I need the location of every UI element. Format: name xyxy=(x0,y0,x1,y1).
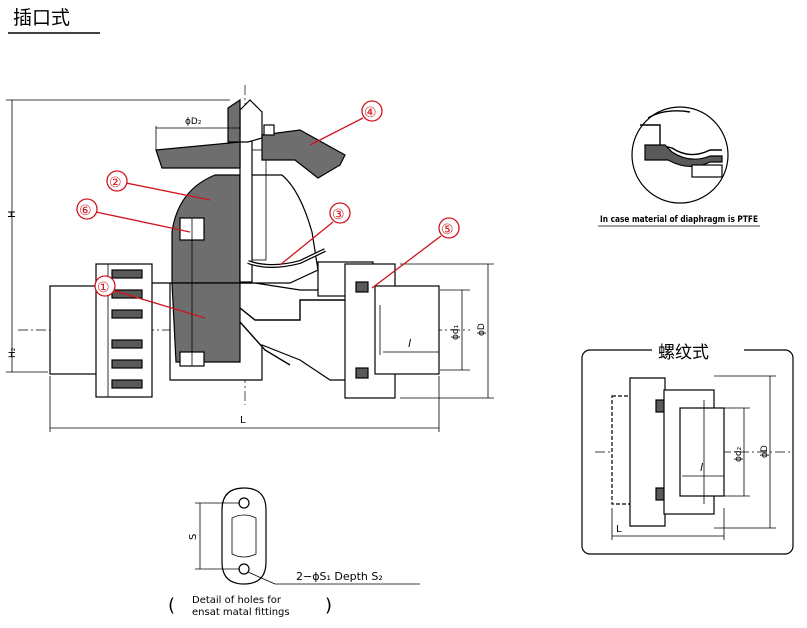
svg-text:⑤: ⑤ xyxy=(441,222,454,238)
callout-3: ③ xyxy=(279,202,351,266)
page-title: 插口式 xyxy=(13,7,70,29)
ptfe-detail: In case material of diaphragm is PTFE xyxy=(598,106,760,227)
callout-4: ④ xyxy=(309,100,383,146)
callout-1: ① xyxy=(94,275,206,319)
dim-l: l xyxy=(408,337,411,350)
inset-title: 螺纹式 xyxy=(658,343,709,363)
dim-phid1: ϕd₁ xyxy=(451,324,461,340)
holes-detail-line2: ensat matal fittings xyxy=(192,607,290,618)
main-valve: H H₂ L ϕD₂ ϕd₁ ϕD l ① xyxy=(6,85,494,432)
dim-L: L xyxy=(240,415,246,426)
dim-H: H xyxy=(7,210,18,218)
dim-phiD2: ϕD₂ xyxy=(185,117,202,127)
svg-text:④: ④ xyxy=(364,105,377,121)
holes-label: 2−ϕS₁ Depth S₂ xyxy=(296,570,383,583)
dim-H2: H₂ xyxy=(8,347,18,358)
holes-detail-open: ( xyxy=(168,595,175,616)
holes-detail: S 2−ϕS₁ Depth S₂ ( Detail of holes for e… xyxy=(168,487,420,618)
dim-phiD-inset: ϕD xyxy=(760,445,770,458)
svg-text:③: ③ xyxy=(332,207,345,223)
callout-5: ⑤ xyxy=(371,217,460,289)
holes-detail-close: ) xyxy=(325,595,332,616)
dim-l-inset: l xyxy=(700,461,703,474)
dim-S: S xyxy=(188,534,199,540)
holes-detail-line1: Detail of holes for xyxy=(192,595,282,606)
dim-phiD: ϕD xyxy=(477,323,487,336)
dim-L-inset: L xyxy=(616,524,622,535)
svg-text:②: ② xyxy=(109,175,122,191)
ptfe-caption: In case material of diaphragm is PTFE xyxy=(600,215,758,225)
callout-6: ⑥ xyxy=(76,198,191,233)
callout-2: ② xyxy=(106,170,211,201)
threaded-inset: 螺纹式 ϕd₂ ϕD l L xyxy=(581,340,794,555)
svg-text:⑥: ⑥ xyxy=(79,203,92,219)
svg-text:①: ① xyxy=(97,280,110,296)
dim-phid2: ϕd₂ xyxy=(734,446,744,462)
